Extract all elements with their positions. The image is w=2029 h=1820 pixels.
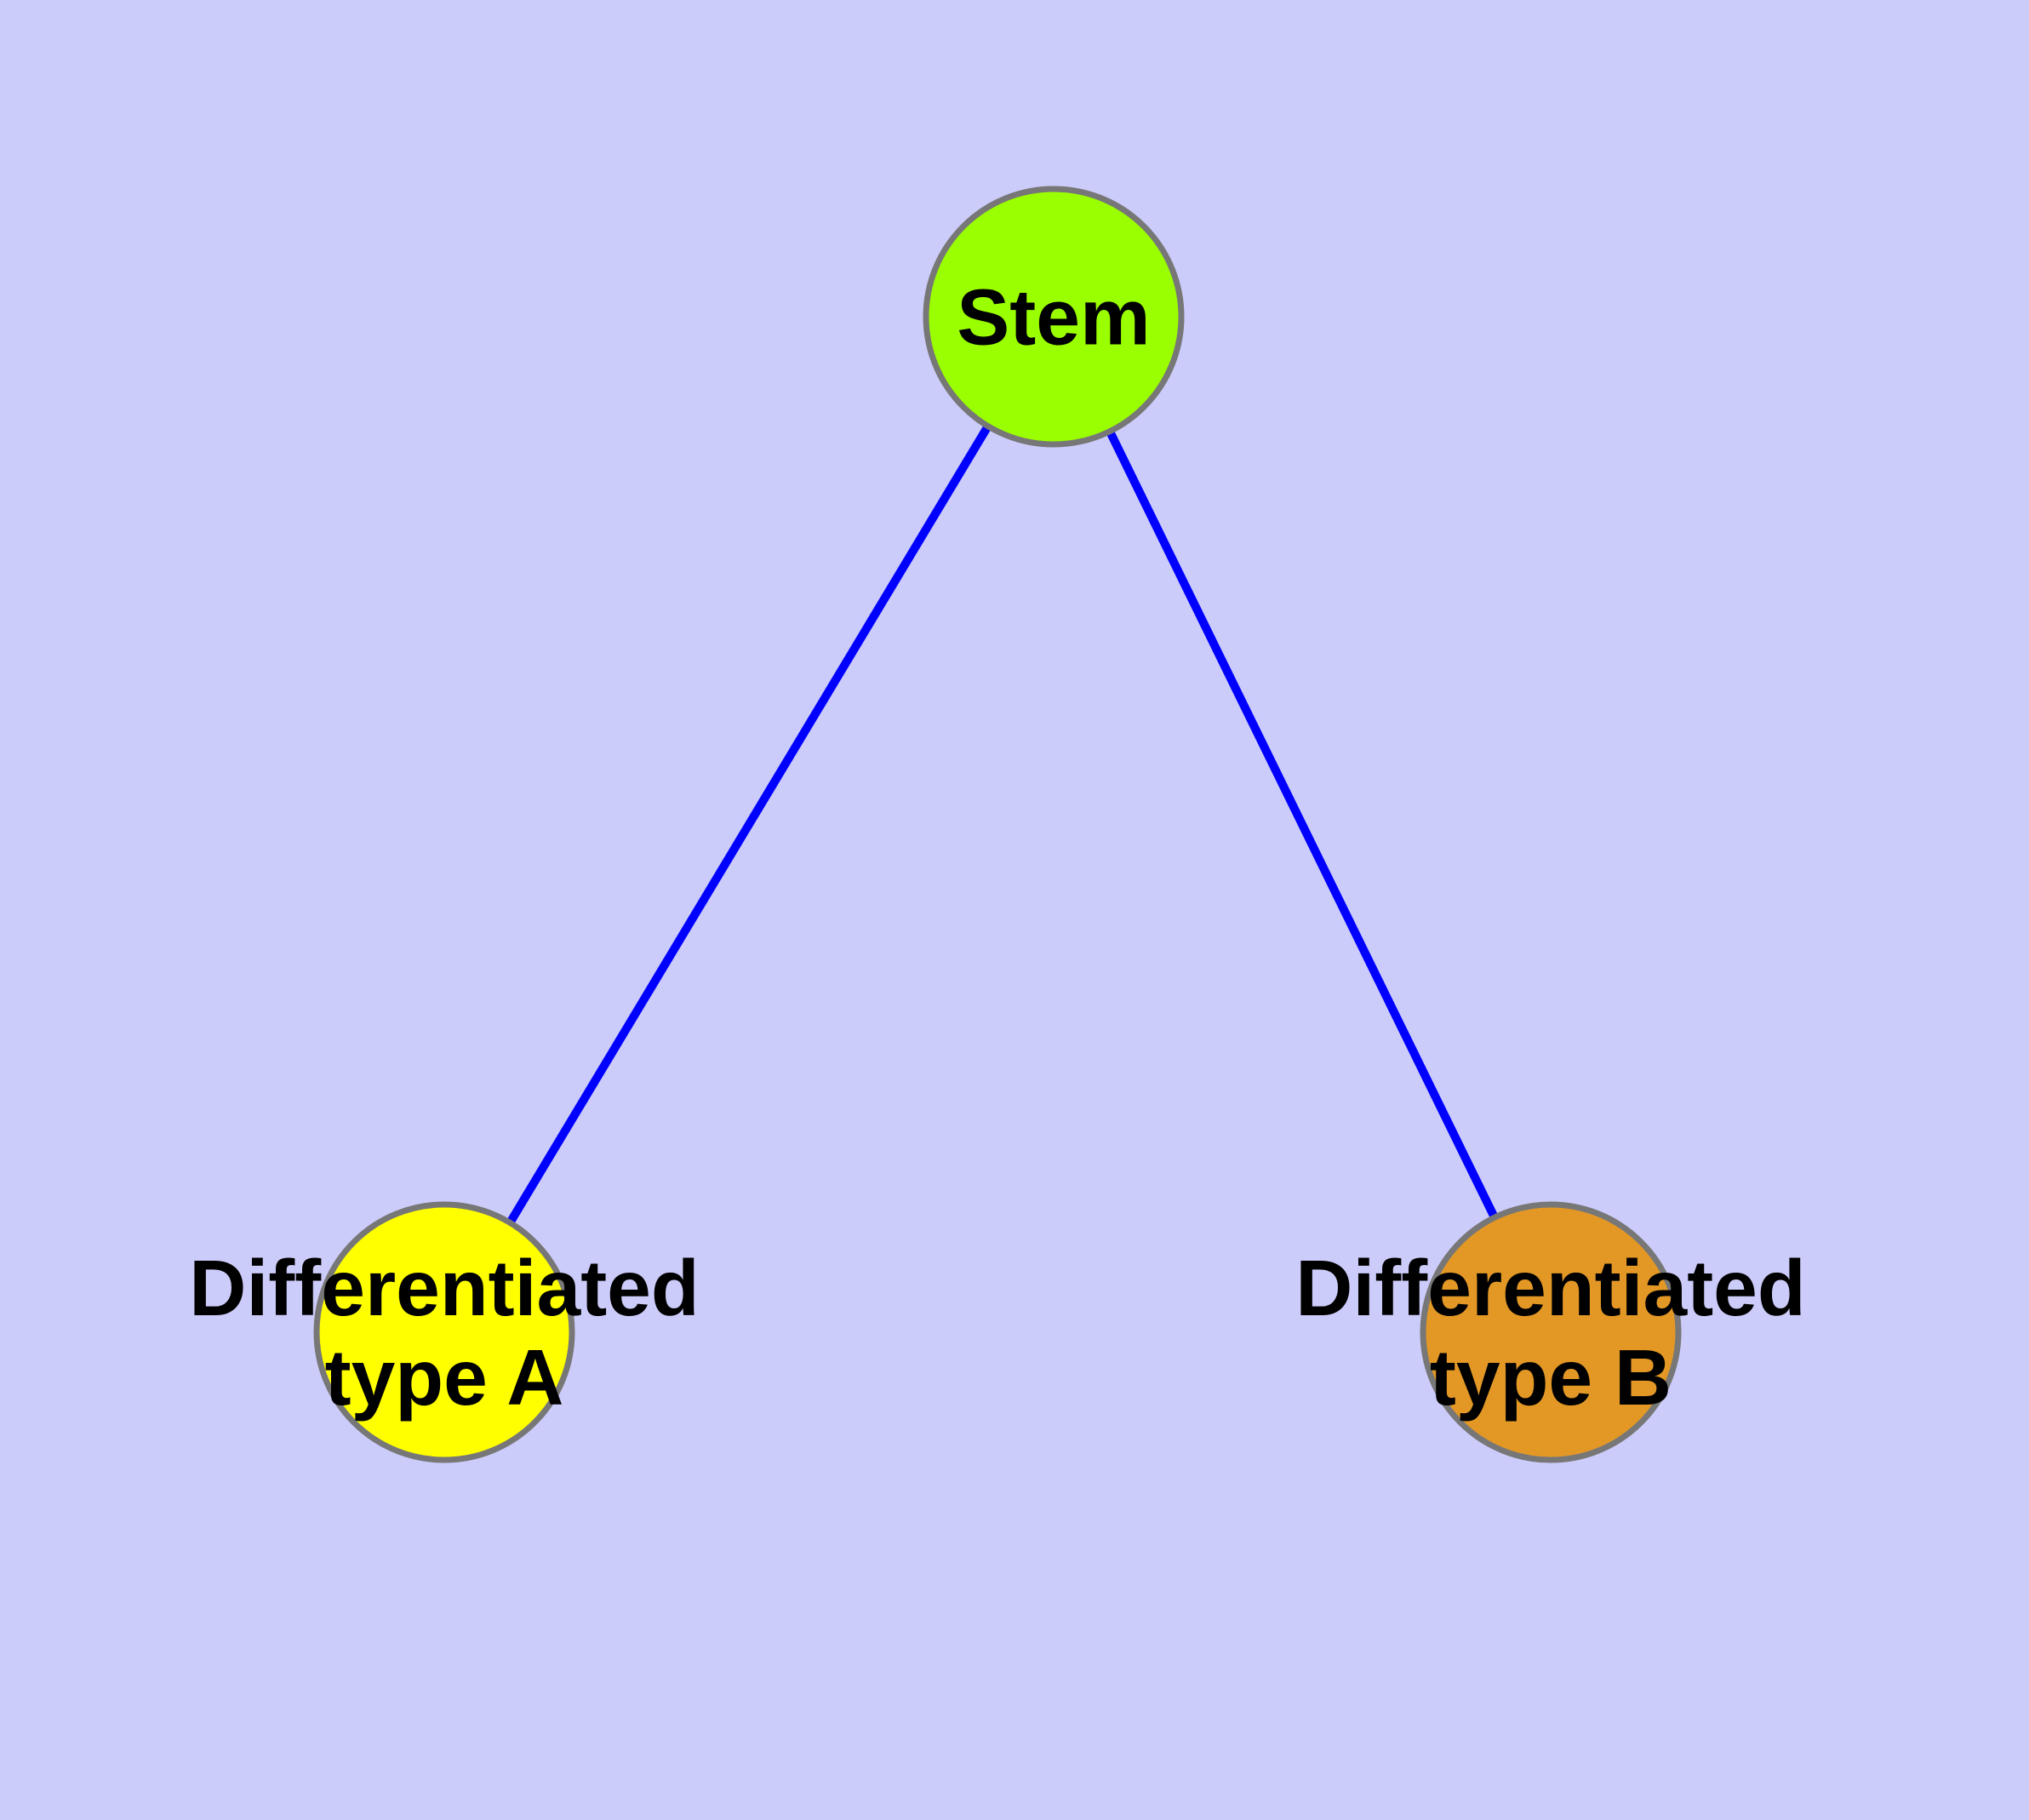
node-stem[interactable] <box>923 186 1185 448</box>
node-layer <box>313 186 1682 1463</box>
node-stem-circle[interactable] <box>923 186 1185 448</box>
node-differentiated-type-b[interactable] <box>1420 1201 1682 1463</box>
edge-layer <box>506 424 1499 1225</box>
node-label-line: Differentiated <box>189 1244 699 1332</box>
node-label-line: Differentiated <box>1295 1244 1805 1332</box>
node-label-line: Stem <box>957 273 1150 362</box>
edge-stem-to-differentiated-type-b[interactable] <box>1106 429 1499 1220</box>
node-stem-label: Stem <box>957 273 1150 362</box>
node-label-line: type B <box>1430 1333 1672 1422</box>
node-differentiated-type-a-circle[interactable] <box>313 1201 575 1463</box>
node-label-line: type A <box>325 1333 564 1422</box>
node-differentiated-type-b-circle[interactable] <box>1420 1201 1682 1463</box>
node-differentiated-type-a[interactable] <box>313 1201 575 1463</box>
edge-stem-to-differentiated-type-a[interactable] <box>506 424 992 1225</box>
